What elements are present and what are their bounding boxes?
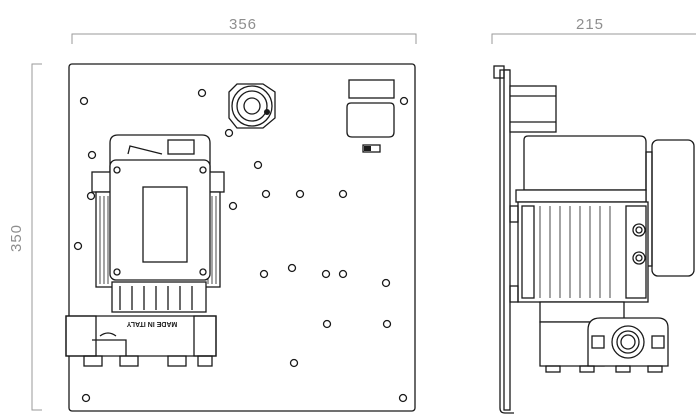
side-pump-feet [545, 365, 663, 373]
side-bracket [499, 69, 514, 414]
side-motor-body [517, 201, 649, 303]
terminal-box-plate [142, 186, 188, 263]
made-in-italy-label: MADE IN ITALY [126, 320, 177, 327]
side-pump-outlet [587, 317, 669, 367]
plate-holes [73, 88, 409, 403]
dimension-front-width: 356 [71, 16, 417, 44]
display-panel [346, 102, 395, 138]
pump-feet [83, 355, 213, 367]
side-motor-bolts [632, 223, 646, 265]
cable-gland [228, 83, 276, 129]
pump-connector-block [111, 281, 207, 313]
ground-label [362, 144, 381, 153]
front-view: MADE IN ITALY [65, 63, 416, 412]
terminal-box [109, 159, 211, 281]
side-cover [651, 139, 695, 277]
motor-fins [99, 196, 217, 284]
dimension-side-width-label: 215 [576, 16, 604, 33]
side-view [493, 65, 695, 414]
side-motor-fins [539, 206, 611, 298]
display-window [348, 79, 395, 99]
side-terminal-box [523, 135, 647, 191]
side-plate [503, 69, 511, 411]
dimension-side-width: 215 [491, 16, 696, 44]
dimension-height-label: 350 [8, 224, 25, 252]
dimension-front-width-label: 356 [229, 16, 257, 33]
side-gland [509, 85, 557, 133]
terminal-box-screws [113, 166, 207, 276]
side-motor-top [515, 189, 647, 203]
dimension-height: 350 [8, 63, 42, 411]
